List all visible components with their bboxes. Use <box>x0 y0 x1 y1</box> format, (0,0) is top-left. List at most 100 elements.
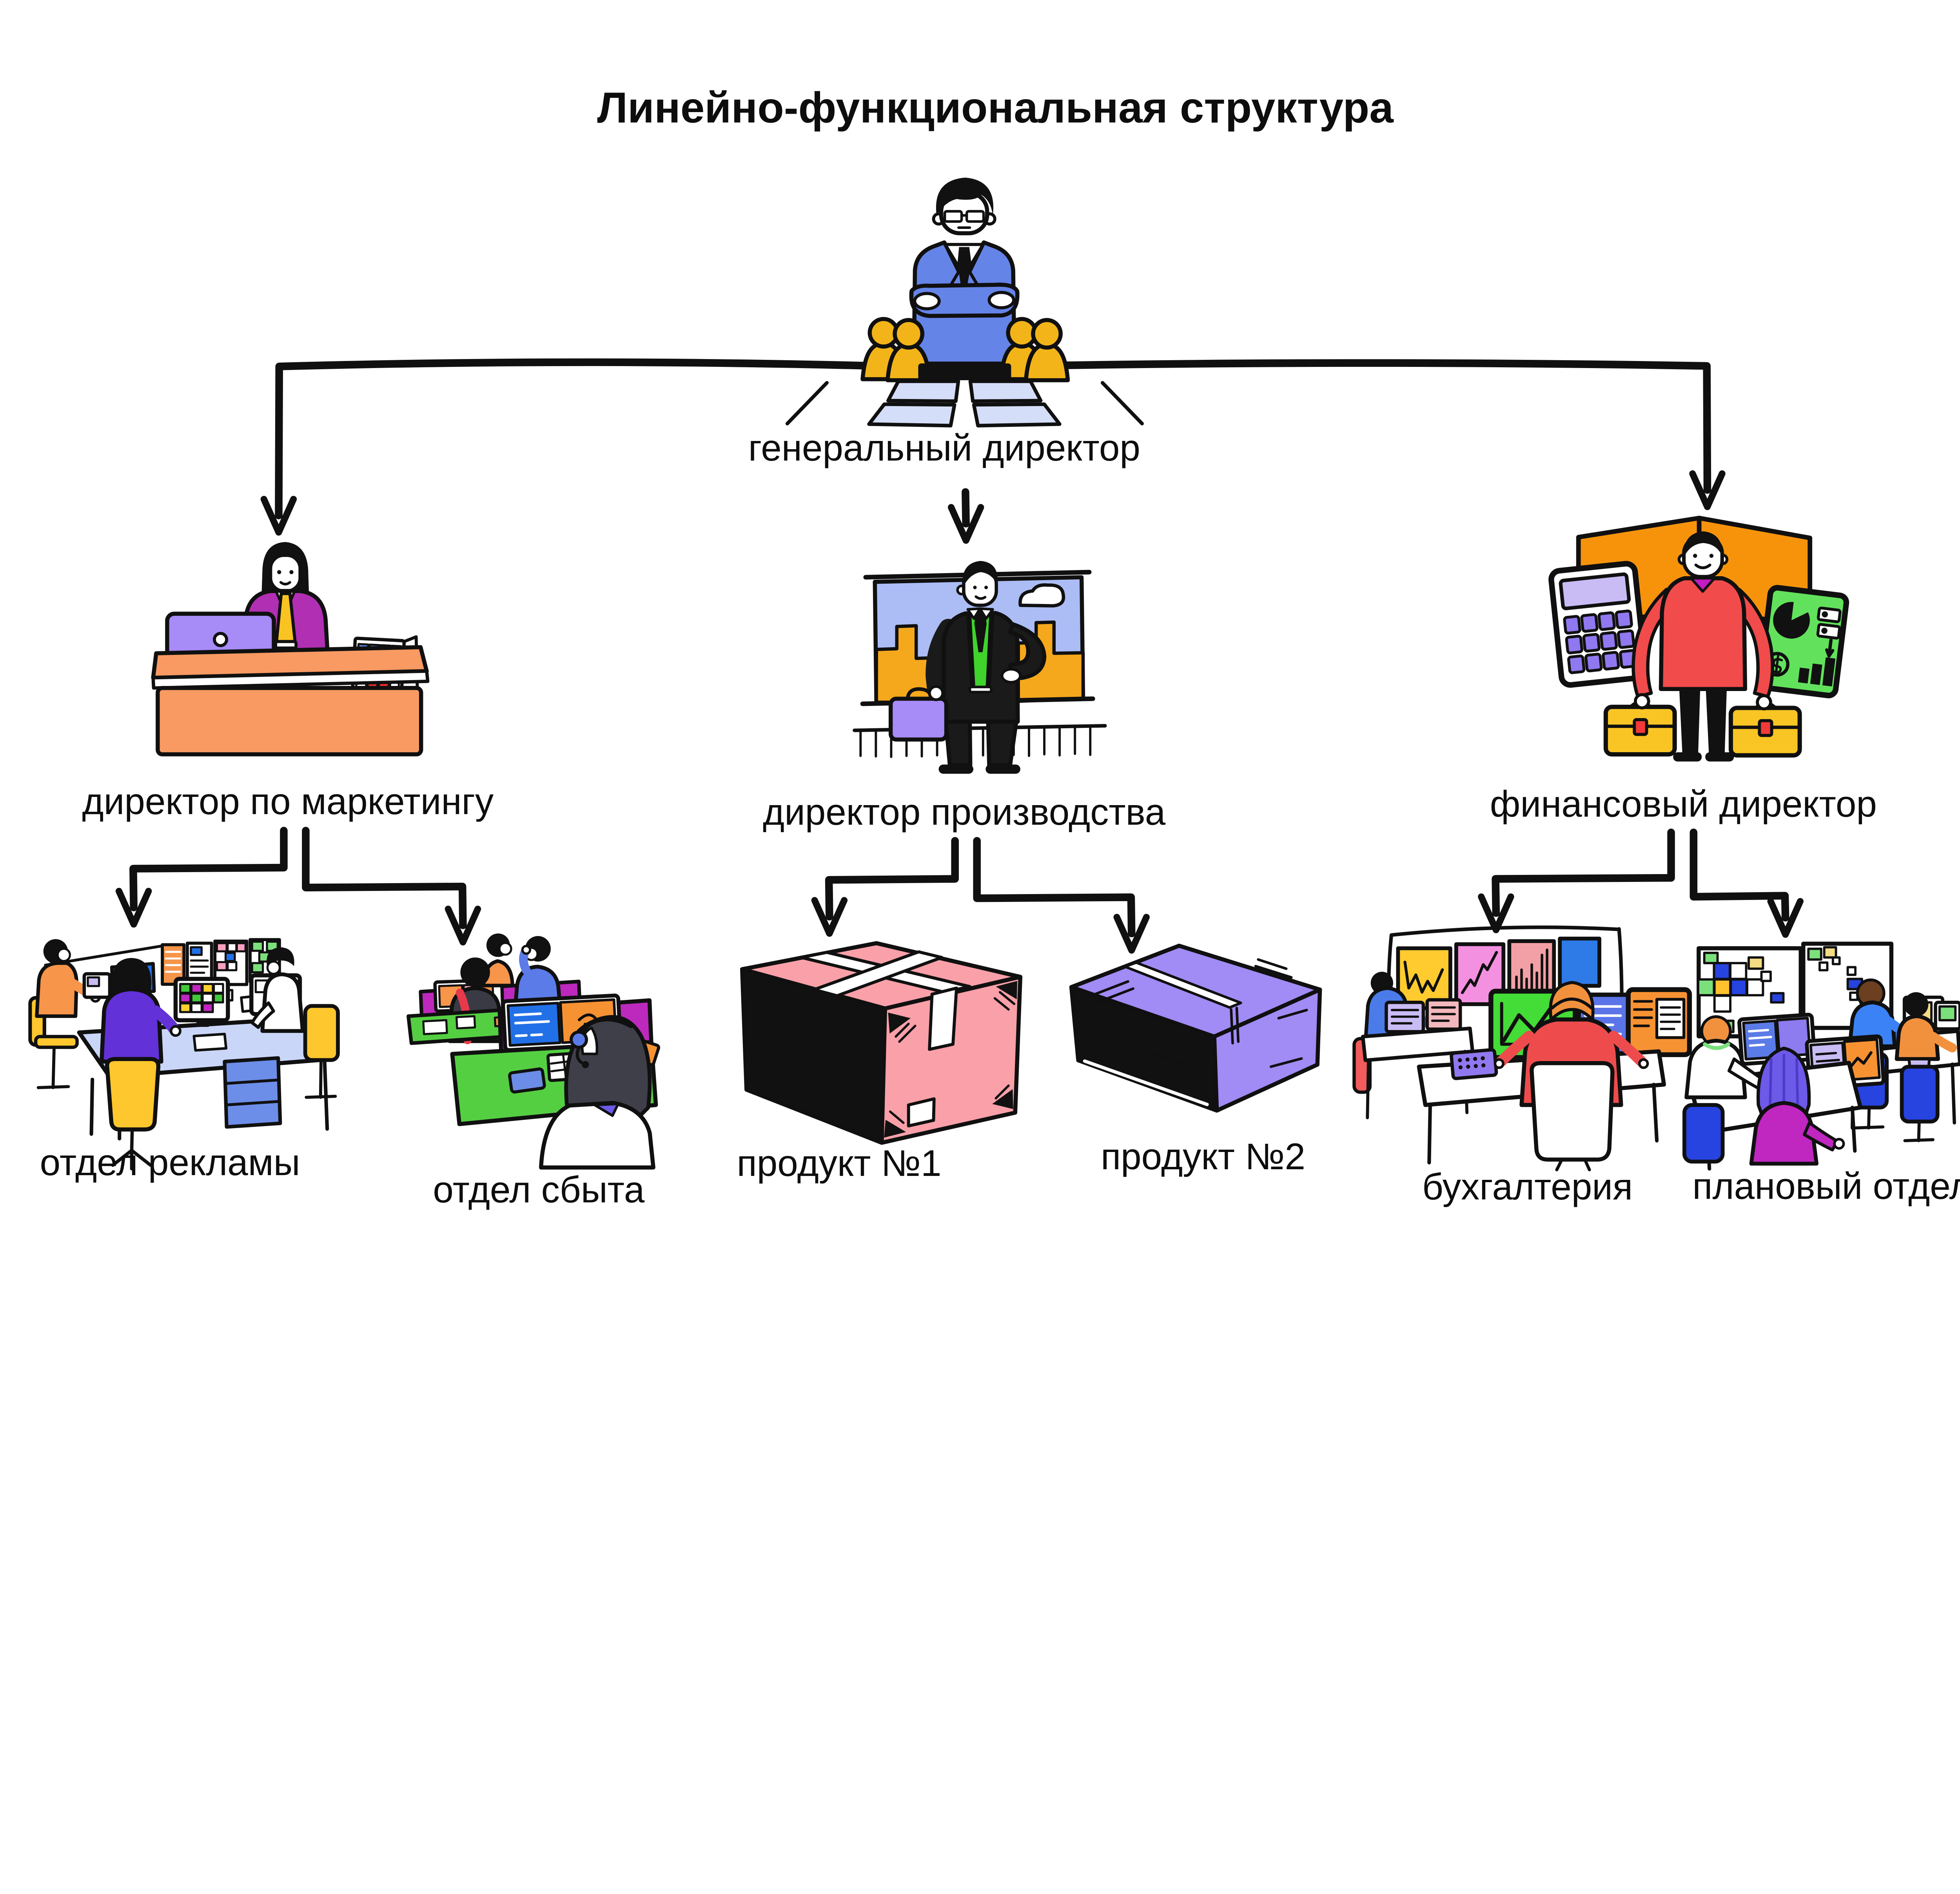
p1-corner-tl <box>888 1012 911 1034</box>
product-1-box-illustration <box>740 941 1023 1145</box>
ceo-illustration <box>785 178 1144 428</box>
arrowhead-accounting <box>1478 893 1514 933</box>
node-label-finance-director: финансовый директор <box>1490 784 1877 825</box>
ad-person1-face <box>56 947 71 962</box>
p1-corner-bl <box>884 1119 906 1138</box>
md-desk-front <box>156 686 423 757</box>
pd-leg-right <box>986 719 1018 768</box>
ad-person3-body <box>260 972 305 1033</box>
pd-akimbo-arm <box>1008 622 1047 681</box>
sd-phone <box>508 1067 546 1094</box>
arrowhead-advertising <box>115 887 152 928</box>
sd-headset-earcup <box>570 1030 588 1049</box>
ceo-crossed-arms <box>909 283 1020 318</box>
product-2-box-illustration <box>1069 943 1322 1113</box>
pl-person4-body <box>1895 1014 1940 1061</box>
pd-hand-briefcase <box>928 685 944 701</box>
floor-line-right <box>1100 381 1144 426</box>
node-label-sales-dept: отдел сбыта <box>433 1170 645 1211</box>
connector-lines <box>115 358 1804 954</box>
arrowhead-planning <box>1767 898 1804 938</box>
ceo-hair <box>936 178 994 216</box>
fd-leg-right <box>1706 689 1727 753</box>
ac-chair-white <box>1530 1061 1615 1162</box>
boardroom-table <box>867 379 1062 428</box>
fd-briefcase-left-clasp <box>1633 718 1648 736</box>
pl-person2-arm <box>1802 1121 1839 1152</box>
floor-line-left <box>785 381 829 426</box>
pd-hand-hip <box>1000 668 1022 684</box>
pl-person1-body <box>1684 1039 1747 1099</box>
sd-sheet1 <box>422 1019 448 1035</box>
sd-woman-body <box>539 1101 655 1170</box>
ceo-hand-left <box>913 292 941 310</box>
sd-person-dark-head <box>460 957 490 987</box>
fd-shoe-left <box>1673 752 1702 762</box>
ad-chair-right <box>303 1004 340 1062</box>
fd-hair <box>1684 531 1723 557</box>
connector-ceo-to-marketing <box>275 358 879 519</box>
connector-ceo-to-finance <box>1053 359 1711 494</box>
fd-eye-right <box>1709 553 1714 558</box>
ad-chair-center-legs <box>111 1128 152 1170</box>
ac-card-pink-line <box>1461 951 1498 994</box>
pd-eye-right <box>984 586 988 590</box>
fd-hand-left <box>1633 693 1650 709</box>
pl-chair4-legs <box>1903 1120 1935 1143</box>
pd-shoe-left <box>938 764 974 774</box>
ac-card-blue <box>1558 936 1601 988</box>
org-chart-page: Линейно-функциональная структура генерал… <box>28 83 1960 1211</box>
ac-person1-arm-left <box>1495 1030 1535 1067</box>
pd-smile <box>975 595 987 600</box>
sd-headset-mic-arm <box>575 1046 585 1065</box>
pd-shoe-right <box>985 764 1020 774</box>
connector-finance-to-accounting <box>1492 828 1675 917</box>
node-label-product-2: продукт №2 <box>1101 1136 1305 1177</box>
node-label-accounting-dept: бухгалтерия <box>1422 1167 1633 1208</box>
ceo-table-edge <box>918 363 1011 381</box>
ceo-hand-right <box>987 291 1015 310</box>
production-director-illustration <box>853 561 1107 774</box>
pl-chair4 <box>1900 1065 1940 1124</box>
diagram-title: Линейно-функциональная структура <box>597 83 1394 132</box>
node-label-advertising-dept: отдел рекламы <box>40 1142 300 1183</box>
ac-card-salmon-bars <box>1515 948 1548 999</box>
arrowhead-production <box>947 504 984 544</box>
ad-chair-center <box>105 1057 161 1132</box>
ac-desk-main-legs <box>1427 1083 1659 1165</box>
sales-dept-illustration <box>407 933 661 1170</box>
pl-person4-arm <box>1928 1032 1957 1052</box>
fd-calculator-icon <box>1548 561 1648 688</box>
arrowhead-product2 <box>1113 914 1150 954</box>
marketing-director-illustration <box>151 542 430 757</box>
pl-person4-head <box>1904 992 1929 1017</box>
ac-person1-headset <box>1550 997 1593 1010</box>
fd-hand-right <box>1756 694 1772 711</box>
ac-person1-hand-right <box>1638 1058 1649 1069</box>
pl-chair3-legs <box>1853 1106 1885 1130</box>
ad-chair-left-legs <box>36 1045 70 1089</box>
finance-director-illustration <box>1548 515 1849 762</box>
fd-eye-left <box>1693 553 1697 558</box>
pd-lapel-right <box>985 611 995 692</box>
ad-person2-hair <box>111 958 152 994</box>
pl-dual-monitor-a <box>1737 1012 1817 1066</box>
fd-chart-board-icon <box>1757 585 1849 698</box>
p2-right-face <box>1212 987 1322 1113</box>
advertising-dept-illustration <box>28 938 340 1170</box>
org-chart-canvas: Линейно-функциональная структура генерал… <box>28 83 1960 1211</box>
arrowhead-finance <box>1689 470 1726 510</box>
md-laptop-logo <box>212 631 229 648</box>
md-smile <box>279 581 291 586</box>
ad-person3-face <box>266 960 281 975</box>
pl-person2-body <box>1749 1101 1818 1166</box>
node-label-product-1: продукт №1 <box>737 1143 942 1184</box>
ac-card-yellow-line <box>1403 960 1444 994</box>
pd-belt <box>968 686 993 693</box>
ad-drawer-unit <box>223 1056 282 1129</box>
p2-side-streak <box>1083 1059 1209 1106</box>
arrowhead-sales <box>445 905 481 946</box>
pd-lapel-left <box>966 612 976 692</box>
fd-smile <box>1694 563 1711 570</box>
sd-headset-mic <box>582 1061 589 1069</box>
